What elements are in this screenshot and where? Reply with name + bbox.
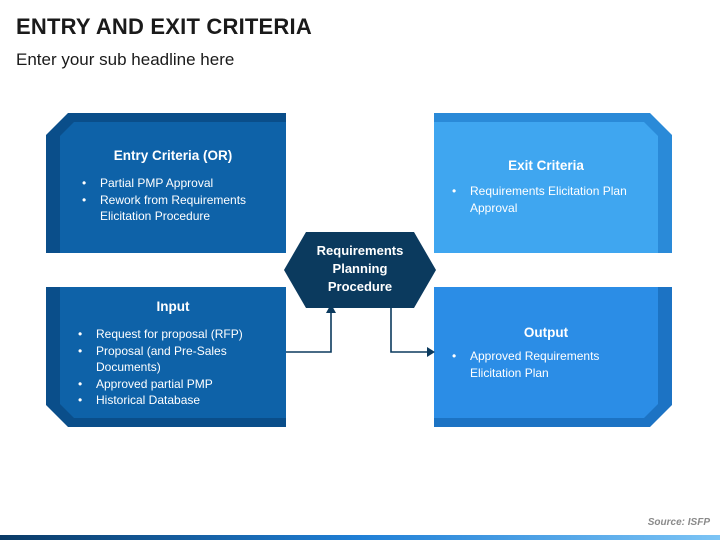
input-to-center-arrow	[286, 311, 332, 353]
list-item: Rework from Requirements Elicitation Pro…	[82, 192, 276, 225]
center-label-line: Procedure	[327, 279, 393, 294]
page-subtitle: Enter your sub headline here	[16, 50, 235, 69]
center-hexagon	[284, 232, 436, 308]
exit-criteria-list: Requirements Elicitation Plan Approval	[434, 183, 658, 216]
list-item: Historical Database	[78, 392, 276, 409]
list-item: Proposal (and Pre-Sales Documents)	[78, 343, 276, 376]
output-arrow-head	[427, 347, 435, 357]
center-label-line: Planning	[332, 261, 388, 276]
source-note: Source: ISFP	[647, 517, 710, 528]
exit-criteria-card: Exit Criteria Requirements Elicitation P…	[434, 158, 658, 216]
input-arrow-head	[326, 304, 336, 313]
entry-criteria-list: Partial PMP Approval Rework from Require…	[60, 175, 286, 225]
list-item: Partial PMP Approval	[82, 175, 276, 192]
output-heading: Output	[523, 325, 569, 340]
output-card: Output Approved Requirements Elicitation…	[434, 325, 658, 381]
list-item: Requirements Elicitation Plan Approval	[452, 183, 650, 216]
entry-criteria-heading: Entry Criteria (OR)	[113, 148, 233, 163]
output-list: Approved Requirements Elicitation Plan	[434, 348, 658, 381]
entry-criteria-card: Entry Criteria (OR) Partial PMP Approval…	[60, 148, 286, 225]
input-heading: Input	[156, 299, 190, 314]
list-item: Approved Requirements Elicitation Plan	[452, 348, 650, 381]
footer-gradient-bar	[0, 535, 720, 540]
page-title: ENTRY AND EXIT CRITERIA	[16, 14, 312, 39]
center-hexagon-label: Requirements Planning Procedure	[296, 242, 424, 296]
list-item: Request for proposal (RFP)	[78, 326, 276, 343]
exit-criteria-heading: Exit Criteria	[508, 158, 584, 173]
center-to-output-arrow	[390, 306, 428, 353]
center-label-line: Requirements	[316, 243, 404, 258]
input-list: Request for proposal (RFP) Proposal (and…	[60, 326, 286, 409]
list-item: Approved partial PMP	[78, 376, 276, 393]
input-card: Input Request for proposal (RFP) Proposa…	[60, 299, 286, 409]
